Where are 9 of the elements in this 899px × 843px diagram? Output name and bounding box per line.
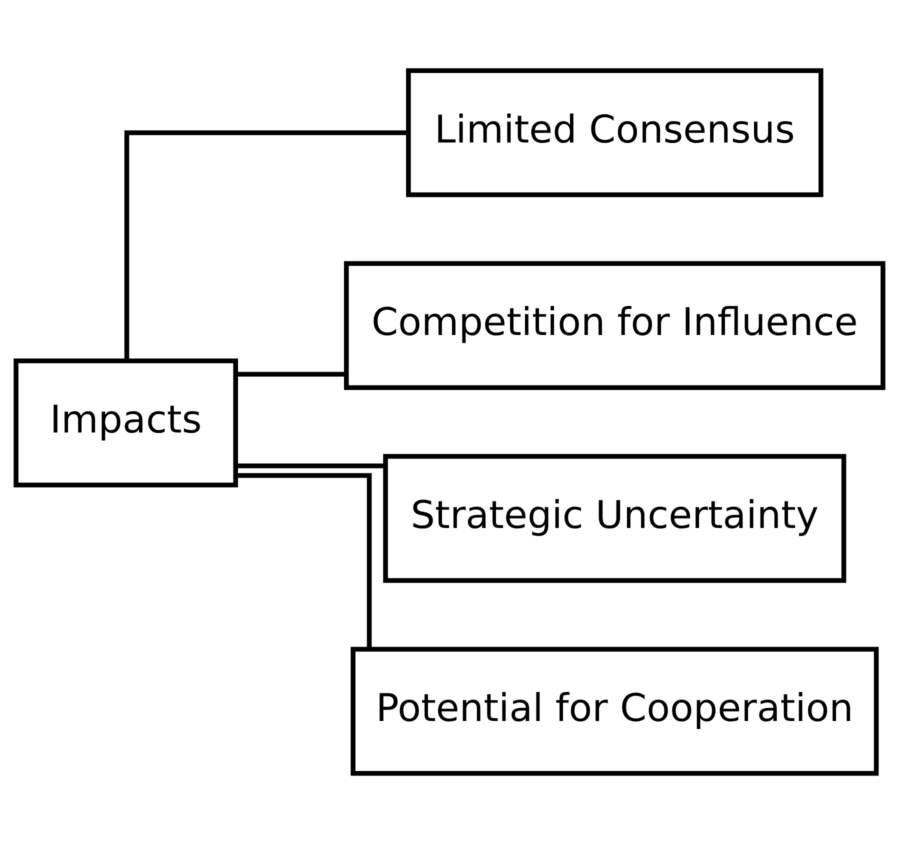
node-box: Strategic Uncertainty [383,453,846,582]
node-box: Potential for Cooperation [350,646,879,776]
connector [236,463,386,468]
node-box: Competition for Influence [344,260,886,390]
connector [124,130,408,360]
node-box: Impacts [14,358,238,487]
connector [236,371,346,376]
node-box: Limited Consensus [406,68,824,197]
connector [236,472,372,648]
